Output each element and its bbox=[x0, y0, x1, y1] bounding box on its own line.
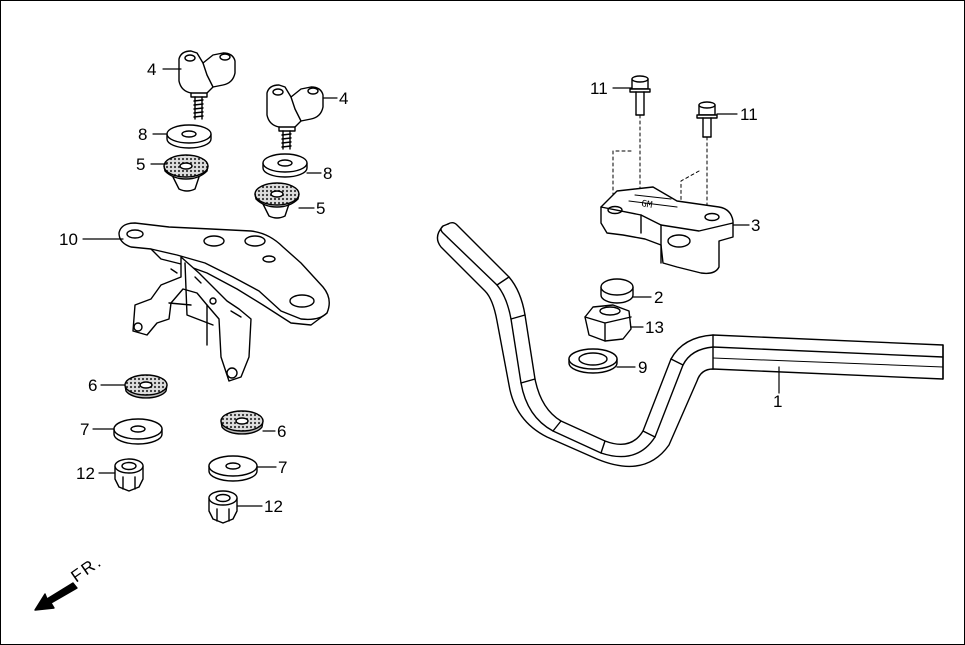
washer-7-left bbox=[113, 418, 163, 445]
label-part-8-left: 8 bbox=[138, 125, 148, 144]
washer-7-right bbox=[208, 455, 258, 482]
bushing-6-right bbox=[220, 410, 264, 435]
bushing-5-right bbox=[254, 182, 300, 219]
label-part-4-left: 4 bbox=[147, 60, 157, 79]
label-part-7-left: 7 bbox=[80, 420, 90, 439]
washer-9 bbox=[568, 348, 618, 374]
label-part-3: 3 bbox=[751, 216, 761, 235]
cap-2 bbox=[600, 278, 634, 304]
front-arrow-icon bbox=[34, 582, 78, 611]
bushing-6-left bbox=[124, 374, 168, 399]
label-part-2: 2 bbox=[654, 288, 664, 307]
riser-bolt-right bbox=[266, 84, 324, 150]
washer-8-left bbox=[166, 124, 212, 149]
label-part-12-right: 12 bbox=[264, 497, 283, 516]
clamp-bolt-11-left bbox=[629, 75, 651, 116]
label-part-4-right: 4 bbox=[339, 89, 349, 108]
upper-clamp: GM bbox=[600, 186, 734, 275]
flange-nut-12-right bbox=[208, 490, 238, 524]
label-part-10: 10 bbox=[59, 230, 78, 249]
clamp-bolt-11-right bbox=[696, 101, 718, 138]
label-part-9: 9 bbox=[638, 358, 648, 377]
label-part-5-right: 5 bbox=[316, 199, 326, 218]
riser-bolt-left bbox=[178, 50, 236, 120]
label-part-11-right: 11 bbox=[740, 105, 758, 124]
label-part-6-left: 6 bbox=[88, 376, 98, 395]
label-part-5-left: 5 bbox=[136, 155, 146, 174]
flange-nut-12-left bbox=[114, 458, 144, 492]
nut-13 bbox=[584, 304, 632, 342]
bushing-5-left bbox=[163, 154, 209, 192]
washer-8-right bbox=[262, 153, 308, 178]
leader-lines bbox=[82, 68, 780, 507]
label-part-12-left: 12 bbox=[76, 464, 95, 483]
label-part-6-right: 6 bbox=[277, 422, 287, 441]
handlebar-bracket bbox=[118, 222, 330, 382]
handlebar bbox=[436, 222, 944, 468]
svg-text:GM: GM bbox=[640, 199, 653, 211]
label-part-11-left: 11 bbox=[590, 79, 608, 98]
label-part-7-right: 7 bbox=[278, 458, 288, 477]
label-part-13: 13 bbox=[645, 318, 664, 337]
label-part-8-right: 8 bbox=[323, 164, 333, 183]
label-part-1: 1 bbox=[773, 392, 783, 411]
